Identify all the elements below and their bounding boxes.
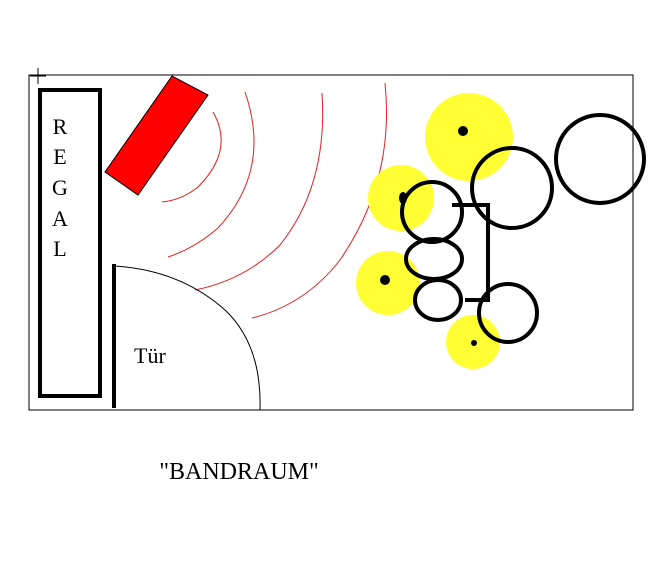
cymbal-center [380,275,390,285]
drum-frame [452,203,490,302]
bass-drum [470,146,554,230]
shelf-letter: E [53,144,66,169]
cymbal-center [399,192,407,204]
room-outline [28,74,634,411]
door-label: Tür [134,343,166,368]
hi-hat-stand [413,278,463,322]
sound-wave-2 [167,91,255,258]
sound-wave-3 [194,92,324,291]
amplifier [104,75,209,196]
tom-low [477,282,539,344]
shelf-letter: G [52,175,68,200]
floor-tom [554,113,646,205]
cymbal-center [458,126,468,136]
door-swing-arc [113,265,261,411]
snare-drum [404,237,464,281]
sound-waves [161,82,388,319]
shelf-letter: A [52,206,68,231]
shelf-label: R E G A L [52,114,68,261]
cymbal-center [471,340,477,346]
caption: "BANDRAUM" [159,459,319,485]
shelf-letter: L [53,236,66,261]
shelf-rect [38,88,102,398]
sound-wave-4 [251,82,388,319]
drum-kit [356,93,646,369]
shelf-letter: R [53,114,68,139]
cymbal [425,93,513,181]
sound-wave-1 [161,111,222,203]
tom [400,180,464,244]
